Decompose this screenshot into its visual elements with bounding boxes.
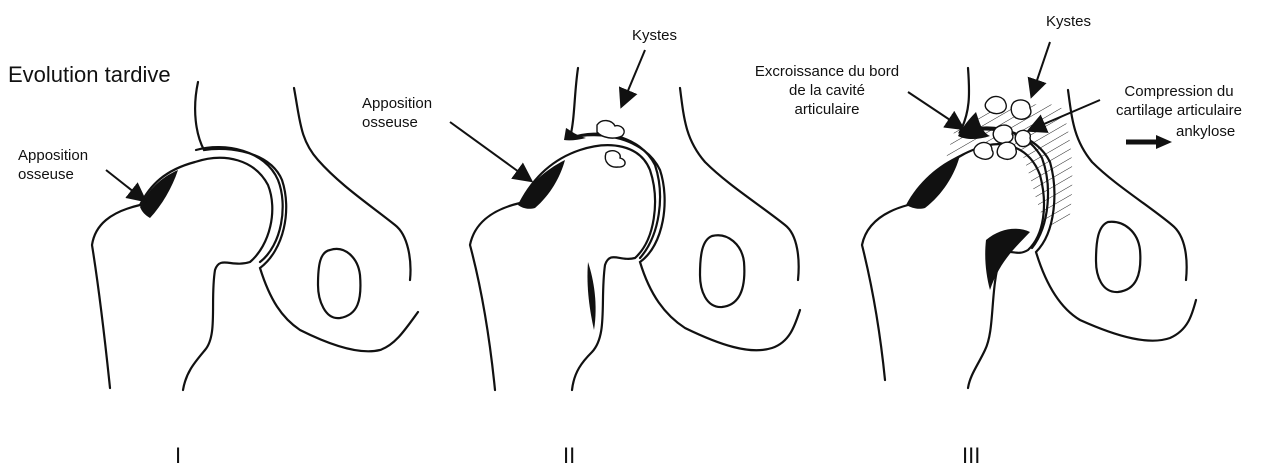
ankylose-arrow — [1126, 135, 1172, 149]
stage-3-ankylose-label: ankylose — [1176, 122, 1235, 141]
stage-2-numeral: II — [563, 443, 575, 469]
stage-3-excroissance-arrow — [908, 92, 962, 128]
stage-2-bone-apposition — [518, 160, 565, 209]
stage-1-numeral: I — [175, 443, 181, 469]
stage-3-bone-apposition — [906, 155, 960, 209]
stage-3-kystes-arrow — [1032, 42, 1050, 95]
stage-1-apposition-arrow — [106, 170, 144, 200]
stage-3-compression-label: Compression du cartilage articulaire — [1104, 82, 1254, 120]
stage-2-kystes-label: Kystes — [632, 26, 677, 45]
stage-2-apposition-label: Apposition osseuse — [362, 94, 432, 132]
stage-2-femur-apposition — [587, 262, 595, 330]
stage-3-kystes-label: Kystes — [1046, 12, 1091, 31]
stage-1-apposition-label: Apposition osseuse — [18, 146, 88, 184]
stage-3-numeral: III — [962, 443, 980, 469]
stage-3-excroissance-label: Excroissance du bord de la cavité articu… — [752, 62, 902, 119]
stage-2-kystes-arrow — [622, 50, 645, 105]
stage-2-cysts — [597, 121, 625, 168]
stage-2-drawing — [470, 68, 800, 390]
stage-2-apposition-arrow — [450, 122, 530, 180]
stage-3-femur-apposition — [985, 229, 1030, 290]
